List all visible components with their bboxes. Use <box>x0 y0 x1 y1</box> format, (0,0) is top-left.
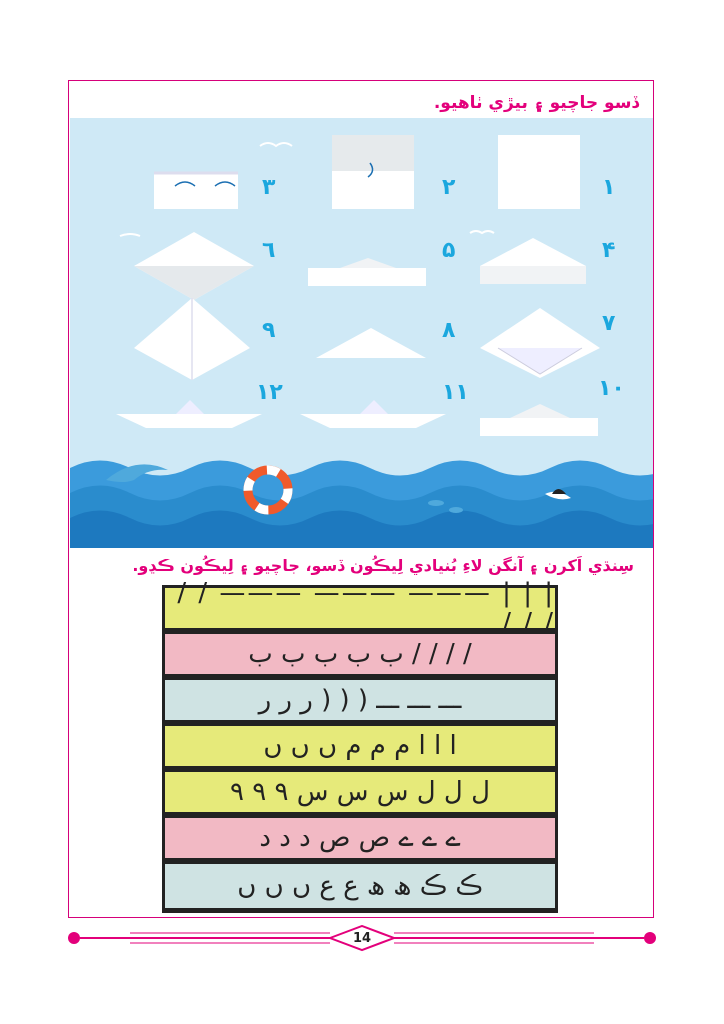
tracing-worksheet: | | | ——— ——— ——— / / / / / / / / / ب ب … <box>162 578 558 913</box>
trace-row: ا ا ا م م م ں ں ں <box>165 726 555 766</box>
trace-row-strokes: ڪ ڪ ھ ھ ع ع ں ں ں <box>237 871 483 901</box>
trace-row: ل ل ل س س س ٩ ٩ ٩ <box>165 772 555 812</box>
step-9-number: ٩ <box>262 318 276 343</box>
trace-row-strokes: ا ا ا م م م ں ں ں <box>263 731 457 761</box>
step-1-number: ١ <box>602 175 616 200</box>
step-4-number: ۴ <box>602 238 616 263</box>
trace-row-strokes: / / / / ب ب ب ب ب <box>248 639 472 669</box>
trace-row: ے ے ے ص ص د د د <box>165 818 555 858</box>
footer-ornament <box>68 925 656 952</box>
page-frame <box>68 80 654 918</box>
step-12-number: ١٢ <box>256 380 283 405</box>
trace-row-strokes: ل ل ل س س س ٩ ٩ ٩ <box>230 777 490 807</box>
trace-row-strokes: ے ے ے ص ص د د د <box>259 823 461 853</box>
origami-illustration: ١ ٢ ٣ ۴ ۵ ٦ ٧ ٨ ٩ ١٠ ١١ ١٢ <box>70 118 653 548</box>
step-5-number: ۵ <box>442 238 456 263</box>
trace-row-strokes: | | | ——— ——— ——— / / / / / <box>177 578 555 638</box>
trace-row: ـــ ـــ ـــ ( ( ( ر ر ر <box>165 680 555 720</box>
step-11-number: ١١ <box>442 380 469 405</box>
step-6-number: ٦ <box>262 238 276 263</box>
page-number: 14 <box>352 931 372 946</box>
trace-row: | | | ——— ——— ——— / / / / / <box>165 578 555 638</box>
step-8-number: ٨ <box>442 318 456 343</box>
instruction-bottom: سِنڌي اَکرن ۽ آنگن لاءِ بُنيادي لِيڪُون … <box>132 556 634 575</box>
step-2-number: ٢ <box>442 175 456 200</box>
trace-row-strokes: ـــ ـــ ـــ ( ( ( ر ر ر <box>258 685 462 715</box>
trace-row: ڪ ڪ ھ ھ ع ع ں ں ں <box>165 864 555 908</box>
trace-row: / / / / ب ب ب ب ب <box>165 634 555 674</box>
step-3-number: ٣ <box>262 175 276 200</box>
step-1-paper <box>498 135 580 209</box>
instruction-top: ڏسو جاچيو ۽ بيڙي ٺاهيو. <box>433 93 639 113</box>
step-7-number: ٧ <box>602 311 616 336</box>
step-10-number: ١٠ <box>598 376 625 401</box>
